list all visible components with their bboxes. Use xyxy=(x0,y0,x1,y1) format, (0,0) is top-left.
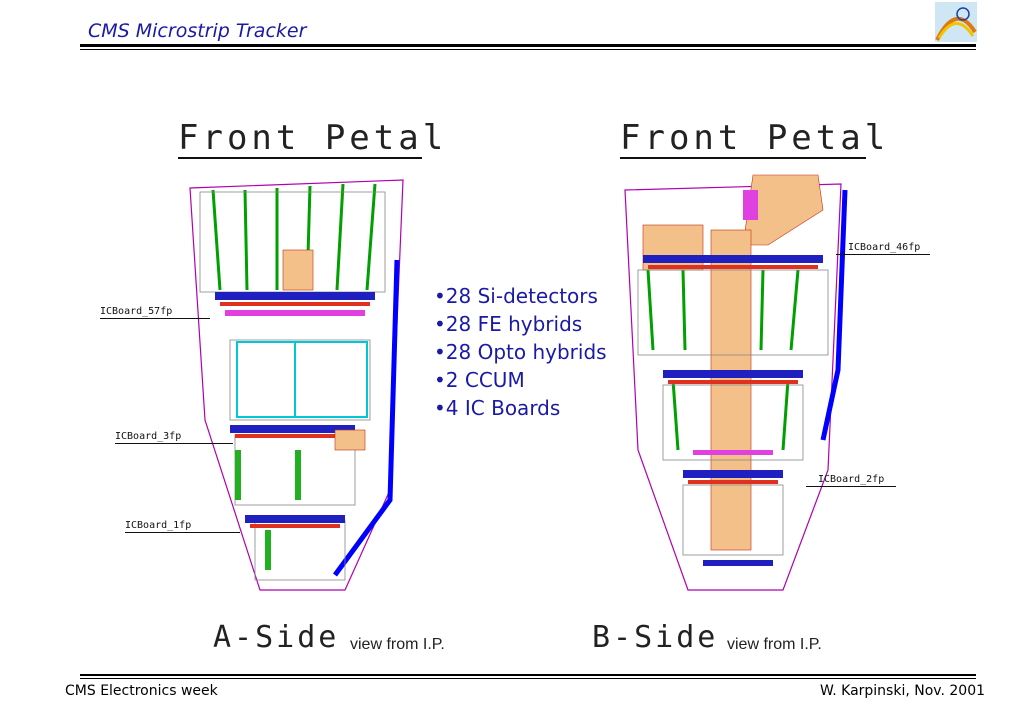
footer-rule-thin xyxy=(80,678,976,679)
petal-title-b: Front Petal xyxy=(620,118,890,158)
board-label-a-1fp: ICBoard_1fp xyxy=(125,520,192,531)
petal-drawing-b xyxy=(624,174,848,591)
page-title: CMS Microstrip Tracker xyxy=(88,20,307,42)
board-leader-a-3fp xyxy=(115,443,233,444)
view-label-a: view from I.P. xyxy=(350,636,445,653)
board-leader-a-57fp xyxy=(100,318,210,319)
footer-event: CMS Electronics week xyxy=(65,683,218,699)
side-label-b: B-Side xyxy=(592,620,719,655)
board-label-b-2fp: ICBoard_2fp xyxy=(818,474,885,485)
header-rule-thin xyxy=(80,49,976,50)
board-label-a-3fp: ICBoard_3fp xyxy=(115,431,182,442)
feature-item: •2 CCUM xyxy=(434,368,525,392)
board-leader-b-46fp xyxy=(836,254,930,255)
petal-drawing-a xyxy=(189,179,404,591)
cms-logo xyxy=(935,2,977,42)
petal-title-b-underline xyxy=(620,157,866,159)
header-rule xyxy=(80,44,976,47)
feature-list: •28 Si-detectors •28 FE hybrids •28 Opto… xyxy=(434,282,607,422)
feature-item: •28 FE hybrids xyxy=(434,312,583,336)
feature-item: •28 Opto hybrids xyxy=(434,340,607,364)
board-leader-b-2fp xyxy=(806,486,896,487)
petal-title-a: Front Petal xyxy=(178,118,448,158)
footer-author: W. Karpinski, Nov. 2001 xyxy=(820,683,986,699)
board-leader-a-1fp xyxy=(125,532,240,533)
side-label-a: A-Side xyxy=(213,620,340,655)
board-label-a-57fp: ICBoard_57fp xyxy=(100,306,173,317)
petal-title-a-underline xyxy=(178,157,422,159)
feature-item: •4 IC Boards xyxy=(434,396,561,420)
board-label-b-46fp: ICBoard_46fp xyxy=(848,242,921,253)
view-label-b: view from I.P. xyxy=(727,636,822,653)
feature-item: •28 Si-detectors xyxy=(434,284,598,308)
footer-rule xyxy=(80,674,976,676)
